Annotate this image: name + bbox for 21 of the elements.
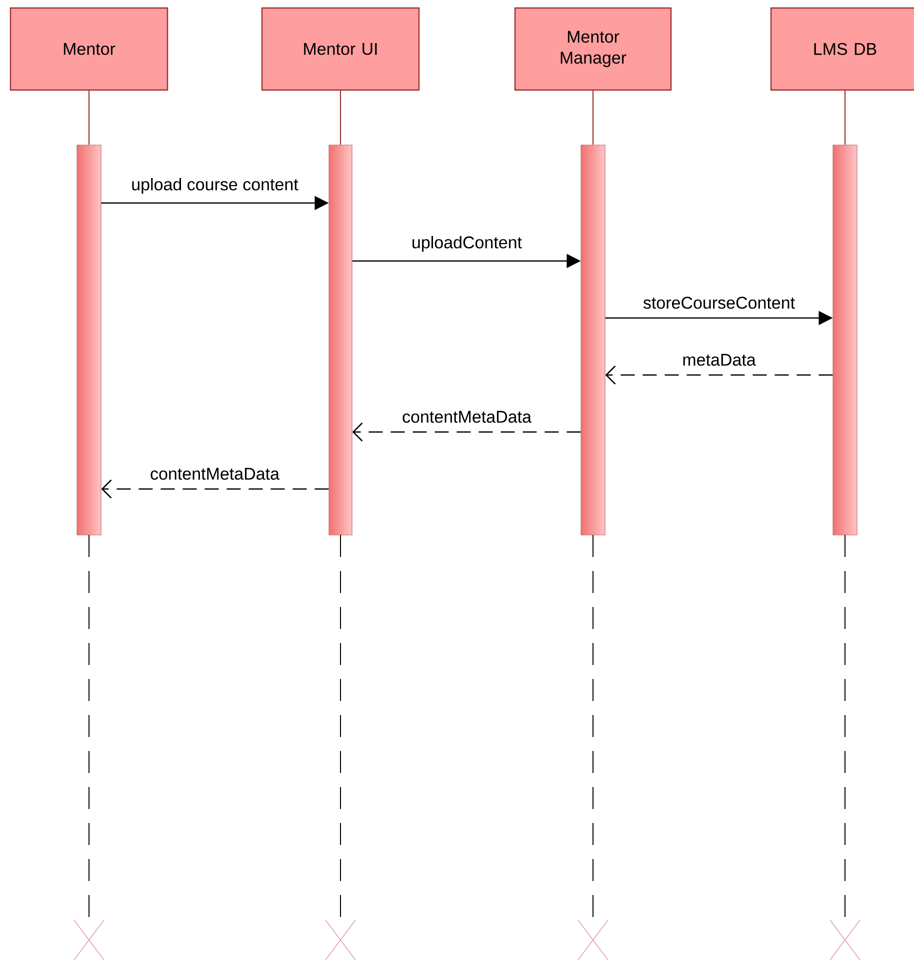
message-label: metaData <box>681 352 757 367</box>
message-label: uploadContent <box>410 234 524 253</box>
activation-bar <box>328 144 352 536</box>
activation-bar <box>580 144 606 536</box>
lifeline <box>88 90 90 146</box>
lifeline-head-box: Mentor Manager <box>514 7 672 91</box>
lifeline <box>592 90 594 146</box>
activation-bar <box>832 144 858 536</box>
activation-bar <box>76 144 102 536</box>
lifeline-head-box: Mentor UI <box>261 7 420 91</box>
lifeline-head-box: Mentor <box>10 7 168 91</box>
lifeline <box>340 90 341 146</box>
message-label: storeCourseContent <box>642 296 796 310</box>
lifeline-head-box: LMS DB <box>770 7 914 91</box>
message-arrow <box>101 480 329 498</box>
message-label: contentMetaData <box>149 466 280 481</box>
message-arrow <box>352 422 581 442</box>
message-arrow <box>605 366 833 384</box>
message-label: contentMetaData <box>401 410 532 424</box>
lifeline <box>844 90 846 146</box>
message-label: upload course content <box>130 176 300 195</box>
